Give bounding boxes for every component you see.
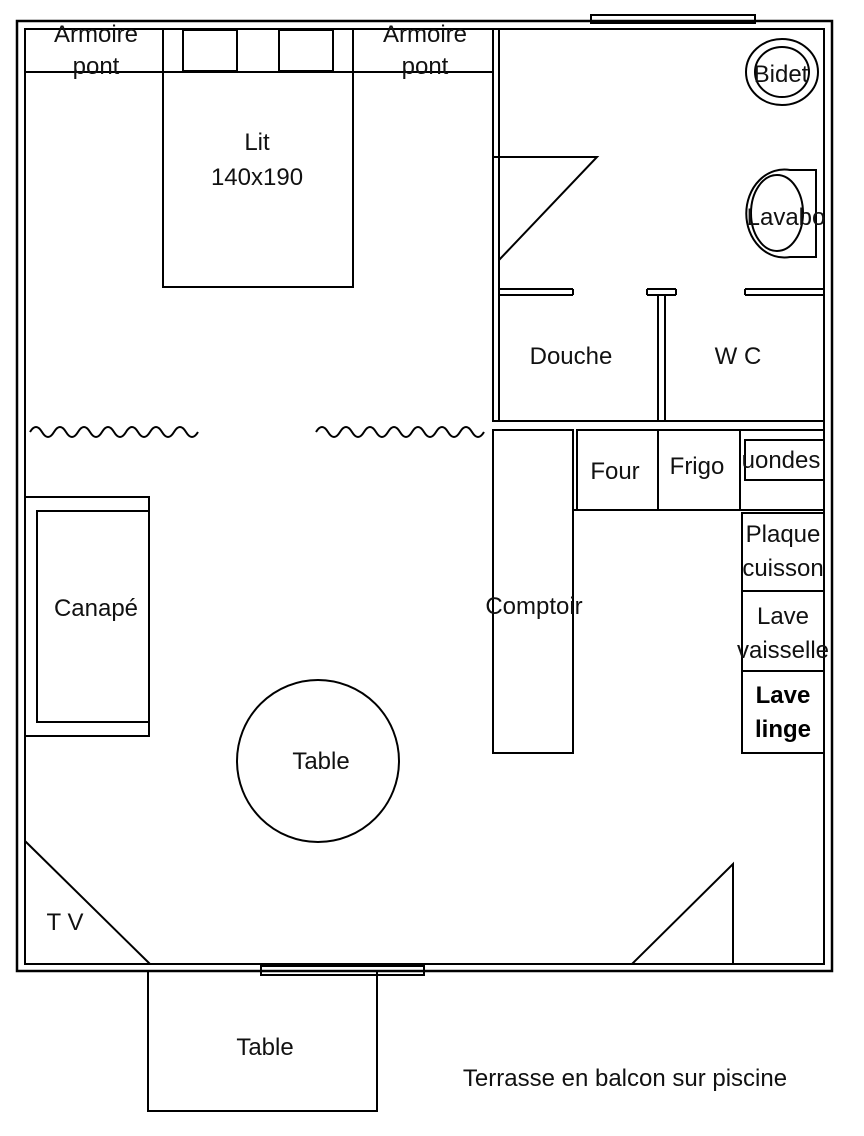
label-lave-vaisselle-2: vaisselle — [737, 637, 829, 664]
top-window — [590, 14, 756, 24]
terrace-table — [147, 970, 378, 1112]
bidet-inner — [754, 46, 810, 98]
label-table-terrace: Table — [236, 1034, 293, 1061]
label-wc: W C — [715, 343, 762, 370]
pillow-left — [182, 29, 238, 72]
lavabo — [745, 168, 817, 259]
counter — [492, 429, 574, 754]
curtain-left — [29, 426, 199, 438]
label-canape: Canapé — [54, 595, 138, 622]
label-lit-1: Lit — [244, 129, 270, 156]
bed — [162, 28, 354, 288]
label-armoire-right-2: pont — [402, 53, 449, 80]
label-lave-vaisselle-1: Lave — [757, 603, 809, 630]
label-bidet: Bidet — [754, 61, 809, 88]
curtain-right — [315, 426, 485, 438]
bathroom-door-swing — [493, 156, 600, 261]
microwave — [744, 439, 825, 481]
label-plaque-2: cuisson — [742, 555, 823, 582]
label-four: Four — [590, 458, 639, 485]
label-frigo: Frigo — [670, 453, 725, 480]
label-micro-ondes: uondes — [742, 447, 821, 474]
label-lave-linge-2: linge — [755, 716, 811, 743]
label-comptoir: Comptoir — [485, 593, 582, 620]
label-armoire-left-2: pont — [73, 53, 120, 80]
label-lit-2: 140x190 — [211, 164, 303, 191]
washing-machine — [741, 670, 825, 754]
round-table — [236, 679, 400, 843]
label-table-round: Table — [292, 748, 349, 775]
label-tv: T V — [47, 909, 84, 936]
label-plaque-1: Plaque — [746, 521, 821, 548]
bidet — [745, 38, 819, 106]
sofa-seat — [36, 510, 150, 723]
terrasse-caption: Terrasse en balcon sur piscine — [463, 1065, 787, 1092]
tv-corner — [24, 840, 151, 965]
entry-door-swing — [631, 861, 734, 965]
label-douche: Douche — [530, 343, 613, 370]
label-lave-linge-1: Lave — [756, 682, 811, 709]
label-armoire-left-1: Armoire — [54, 21, 138, 48]
pillow-right — [278, 29, 334, 72]
lavabo-basin — [750, 174, 804, 252]
label-lavabo: Lavabo — [747, 204, 826, 231]
label-armoire-right-1: Armoire — [383, 21, 467, 48]
